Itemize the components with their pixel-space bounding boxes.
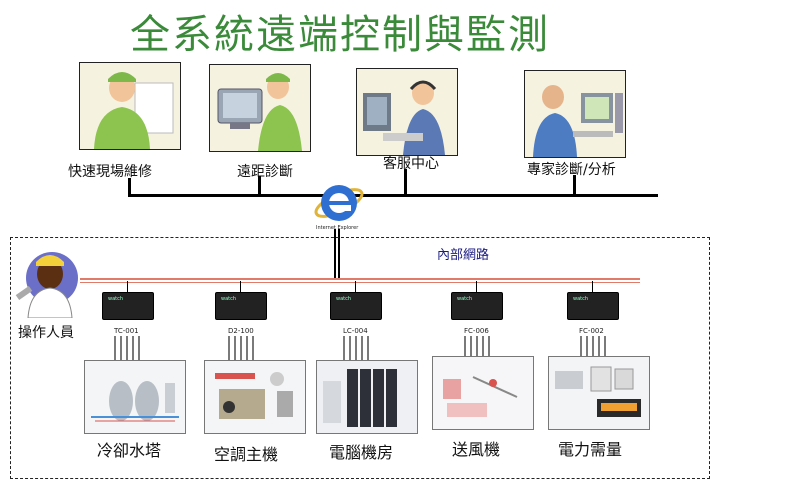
controller-brand: watch <box>221 296 237 302</box>
role-drop-2 <box>258 176 261 196</box>
role-label-field-repair: 快速現場維修 <box>68 164 152 180</box>
controller-id-tc-001: TC-001 <box>114 327 139 335</box>
cooling-tower-icon <box>84 360 186 434</box>
page-title: 全系統遠端控制與監測 <box>130 12 550 58</box>
controller-drop <box>592 281 593 292</box>
role-label-remote-diagnosis: 遠距診斷 <box>237 164 293 180</box>
equipment-label-chiller: 空調主機 <box>214 445 279 464</box>
network-trunk-2 <box>338 229 340 280</box>
network-bus-line <box>80 278 640 280</box>
operator-icon <box>12 246 80 319</box>
controller-id-lc-004: LC-004 <box>343 327 368 335</box>
wire-bundle-2 <box>228 336 254 360</box>
internal-network-label: 內部網路 <box>437 248 490 263</box>
chiller-icon <box>204 360 306 434</box>
equipment-label-power-demand: 電力需量 <box>558 440 623 459</box>
controller-brand: watch <box>457 296 473 302</box>
controller-drop <box>355 281 356 292</box>
controller-d2-100: watch <box>215 292 267 320</box>
controller-drop <box>240 281 241 292</box>
call-center-agent-icon <box>356 68 458 156</box>
controller-fc-002: watch <box>567 292 619 320</box>
controller-id-fc-002: FC-002 <box>579 327 604 335</box>
controller-tc-001: watch <box>102 292 154 320</box>
controller-drop <box>476 281 477 292</box>
equipment-label-air-blower: 送風機 <box>452 440 501 459</box>
controller-fc-006: watch <box>451 292 503 320</box>
server-room-icon <box>316 360 418 434</box>
role-drop-3 <box>404 169 407 196</box>
controller-brand: watch <box>336 296 352 302</box>
controller-id-d2-100: D2-100 <box>228 327 254 335</box>
internet-explorer-caption: Internet Explorer <box>316 225 359 231</box>
role-connector-line <box>128 194 658 197</box>
field-technician-icon <box>79 62 181 150</box>
power-meter-icon <box>548 356 650 430</box>
controller-drop <box>127 281 128 292</box>
controller-lc-004: watch <box>330 292 382 320</box>
operator-label: 操作人員 <box>18 325 74 341</box>
role-label-expert-analysis: 專家診斷/分析 <box>527 162 616 178</box>
controller-brand: watch <box>108 296 124 302</box>
wire-bundle-4 <box>464 336 490 360</box>
remote-diagnosis-technician-icon <box>209 64 311 152</box>
equipment-label-server-room: 電腦機房 <box>329 443 394 462</box>
equipment-label-cooling-tower: 冷卻水塔 <box>97 441 162 460</box>
controller-id-fc-006: FC-006 <box>464 327 489 335</box>
controller-brand: watch <box>573 296 589 302</box>
expert-analyst-icon <box>524 70 626 158</box>
internet-explorer-icon <box>312 175 366 229</box>
role-drop-4 <box>573 175 576 196</box>
wire-bundle-5 <box>580 336 606 360</box>
internal-network-frame <box>10 237 710 479</box>
role-drop-1 <box>128 178 131 196</box>
role-label-call-center: 客服中心 <box>383 156 439 172</box>
air-blower-icon <box>432 356 534 430</box>
wire-bundle-1 <box>114 336 140 360</box>
wire-bundle-3 <box>343 336 369 360</box>
network-trunk <box>334 229 336 280</box>
network-bus-line-2 <box>80 282 640 283</box>
